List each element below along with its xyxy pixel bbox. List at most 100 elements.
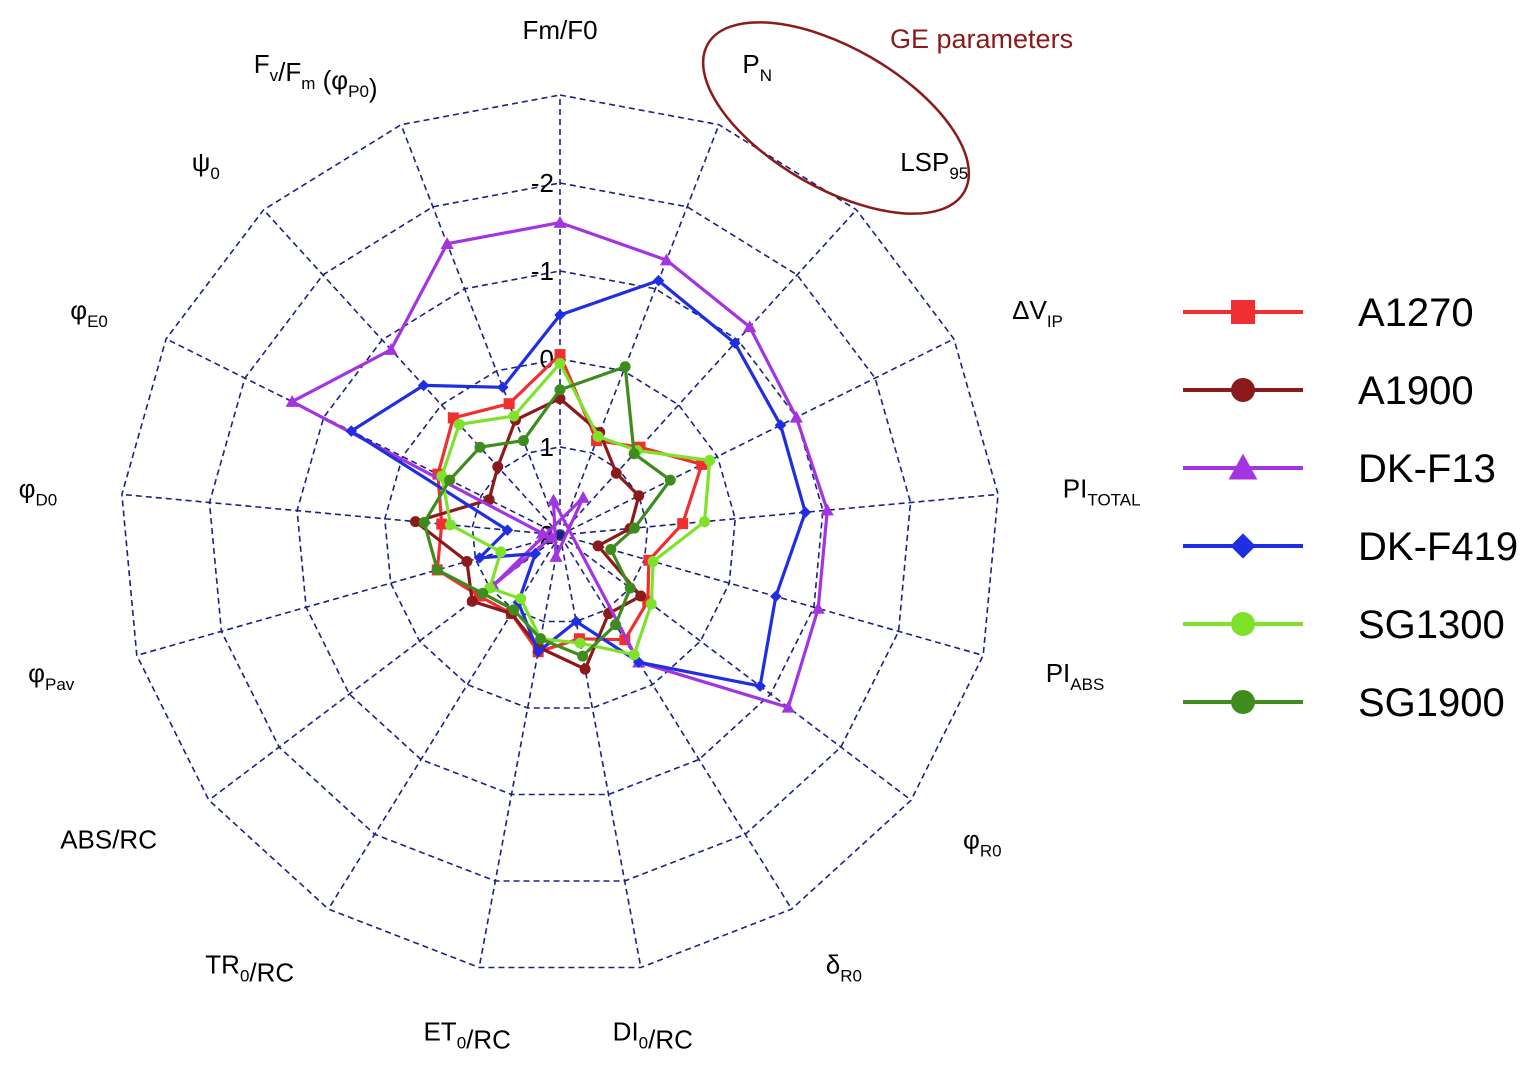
data-point — [645, 598, 657, 610]
data-point — [781, 700, 795, 713]
grid-spoke — [400, 124, 561, 536]
data-point — [444, 519, 456, 531]
axis-label: DI0/RC — [613, 1016, 693, 1054]
grid-ring — [383, 358, 737, 709]
data-point — [517, 435, 529, 447]
axis-label: PIABS — [1046, 658, 1105, 694]
data-point — [579, 663, 591, 675]
data-point — [576, 490, 590, 503]
legend-item-dk-f13: DK-F13 — [1183, 447, 1496, 491]
data-point — [770, 590, 782, 603]
data-point — [417, 379, 430, 392]
axis-labels: Fm/F0PNLSP95ΔVIPPITOTALPIABSφR0δR0DI0/RC… — [19, 15, 1141, 1054]
legend-marker — [1228, 453, 1258, 480]
data-point — [554, 384, 566, 396]
data-point — [409, 516, 421, 528]
data-point — [503, 398, 515, 410]
grid-spoke — [136, 534, 561, 657]
data-point — [345, 425, 358, 437]
axis-label: Fm/F0 — [522, 15, 597, 45]
data-point — [501, 524, 514, 536]
data-point — [635, 590, 647, 602]
data-point — [461, 555, 473, 567]
series-sg1300 — [436, 357, 716, 661]
series-line — [290, 221, 829, 710]
data-point — [447, 412, 459, 424]
grid-spoke — [559, 209, 858, 536]
grid-spoke — [559, 338, 955, 536]
data-point — [508, 410, 520, 422]
grid-spoke — [559, 534, 912, 801]
data-point — [285, 395, 299, 407]
axis-label: ΔVIP — [1012, 295, 1063, 331]
data-point — [418, 516, 430, 528]
data-point — [508, 604, 520, 616]
data-point — [677, 518, 689, 530]
data-point — [696, 458, 708, 470]
data-point — [440, 237, 454, 249]
data-point — [811, 601, 825, 614]
legend-label: SG1300 — [1358, 603, 1505, 647]
data-point — [554, 357, 566, 369]
axis-label: φD0 — [19, 473, 58, 509]
data-point — [799, 506, 812, 519]
data-point — [699, 516, 711, 528]
axis-label: ET0/RC — [423, 1016, 510, 1054]
data-point — [619, 361, 631, 373]
legend-marker — [1231, 378, 1255, 402]
data-point — [492, 461, 504, 473]
series-line — [440, 361, 712, 657]
legend-marker — [1231, 612, 1255, 636]
radar-grid — [121, 94, 999, 969]
data-point — [477, 587, 489, 599]
tick-label: 1 — [540, 432, 554, 462]
data-point — [628, 649, 640, 661]
data-point — [619, 634, 631, 646]
grid-spoke — [121, 493, 561, 536]
grid-spoke — [559, 534, 793, 910]
grid-ring — [296, 270, 824, 796]
data-point — [664, 474, 676, 486]
axis-label: LSP95 — [900, 147, 968, 183]
data-point — [743, 320, 757, 333]
data-point — [444, 474, 456, 486]
series-sg1900 — [418, 361, 676, 662]
data-point — [624, 582, 636, 594]
legend-marker — [1231, 690, 1255, 714]
data-point — [553, 216, 567, 228]
data-point — [549, 550, 563, 562]
tick-label: -1 — [531, 256, 554, 286]
grid-ring — [208, 182, 912, 882]
data-point — [495, 546, 507, 558]
data-point — [592, 540, 604, 552]
data-point — [431, 564, 443, 576]
axis-label: φPav — [28, 658, 75, 694]
data-point — [554, 349, 566, 361]
series-layer — [285, 216, 834, 713]
data-point — [592, 431, 604, 443]
data-point — [704, 454, 716, 466]
axis-label: φR0 — [963, 824, 1002, 860]
data-point — [628, 448, 640, 460]
grid-spoke — [478, 534, 561, 968]
legend-item-a1900: A1900 — [1183, 369, 1474, 413]
ge-parameters-label: GE parameters — [890, 24, 1073, 54]
data-point — [570, 615, 582, 628]
axis-label: δR0 — [826, 949, 862, 985]
data-point — [789, 410, 803, 423]
legend-item-dk-f419: DK-F419 — [1183, 525, 1518, 569]
data-point — [544, 530, 559, 543]
data-point — [659, 253, 674, 266]
data-point — [535, 633, 547, 645]
data-point — [554, 309, 566, 321]
data-point — [529, 547, 542, 560]
axis-label: PITOTAL — [1063, 473, 1141, 509]
data-point — [729, 337, 741, 349]
data-point — [774, 419, 787, 431]
data-point — [610, 467, 622, 479]
legend-item-a1270: A1270 — [1183, 291, 1474, 335]
data-point — [466, 595, 478, 607]
tick-label: -2 — [531, 168, 554, 198]
data-point — [820, 503, 834, 516]
